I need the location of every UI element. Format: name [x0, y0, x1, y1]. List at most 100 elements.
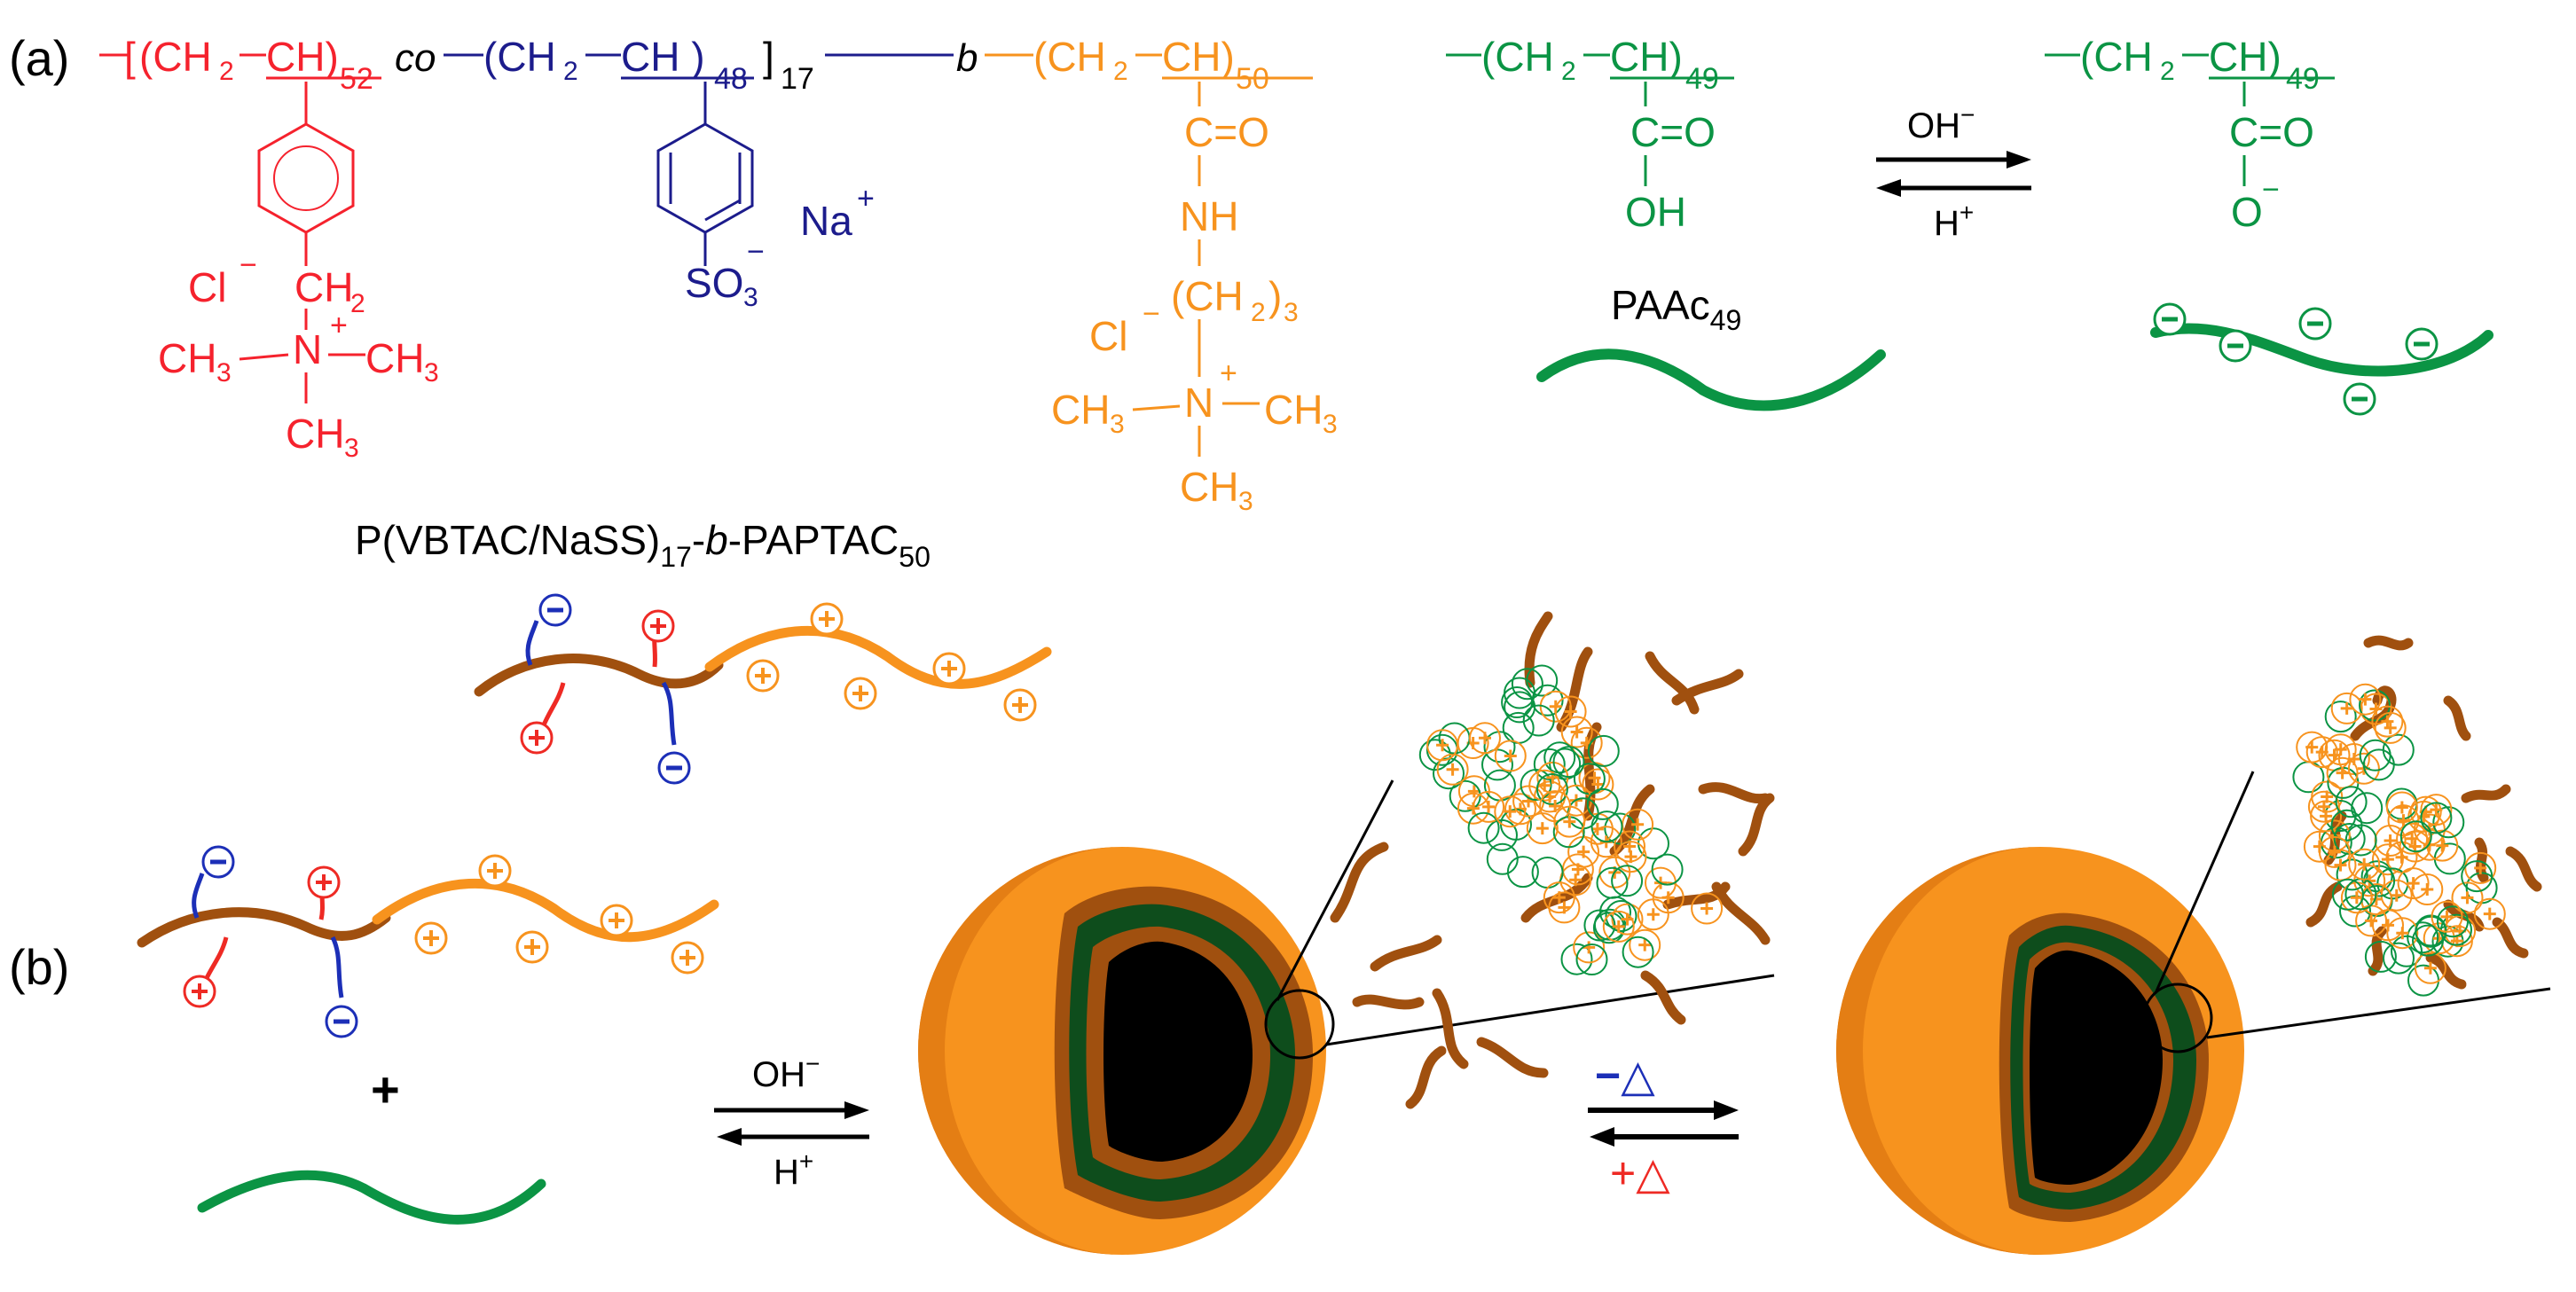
paptac-n: N: [1184, 380, 1213, 426]
paac-segment-circle: [1522, 704, 1555, 737]
paptac-segment-plus: [1549, 800, 1562, 813]
paac-segment-circle: [2382, 733, 2415, 766]
paac-segment-circle: [2324, 701, 2357, 733]
polymer1-bottom-minus-2: [326, 1006, 357, 1037]
paptac-segment-plus: [1646, 908, 1660, 921]
paptac-segment-plus: [1569, 873, 1583, 887]
paptac-segment-circle: [2423, 922, 2455, 955]
paptac-segment-circle: [1611, 903, 1644, 936]
paptac-ch2-3: (CH: [1171, 273, 1244, 319]
nass-so-charge: −: [747, 235, 765, 269]
paptac-segment-plus: [1700, 902, 1714, 915]
paac-segment-circle: [1605, 900, 1637, 932]
paptac-segment-circle: [2310, 800, 2343, 833]
paptac-segment-circle: [2318, 835, 2351, 868]
polymer1-top-plus-7: [1003, 688, 1037, 722]
paac-segment-circle: [1604, 812, 1637, 845]
paptac-cl: Cl: [1089, 313, 1127, 359]
vbtac-cl: Cl: [188, 264, 226, 310]
paptac-segment-circle: [1614, 830, 1645, 863]
paac-ion-minus-4: [2344, 384, 2375, 414]
paptac-ch3-bottom: CH: [1180, 464, 1238, 510]
paac-segment-circle: [2339, 895, 2371, 928]
paac-segment-circle: [2364, 940, 2397, 973]
paptac-segment-plus: [2436, 839, 2449, 852]
vbtac-ch2-sub: 2: [350, 289, 365, 318]
paptac-segment-circle: [2473, 897, 2506, 930]
paac-segment-circle: [1506, 856, 1539, 889]
paptac-segment-circle: [1504, 793, 1536, 826]
paptac-segment-circle: [1457, 792, 1489, 825]
paac-segment-circle: [2335, 786, 2368, 818]
polymer1-bracket-open: [: [124, 34, 136, 80]
paptac-ch2-close: ): [1268, 273, 1282, 319]
paptac-segment-plus: [2395, 801, 2408, 814]
nass-unit-sub2: 2: [563, 57, 578, 86]
paptac-unit-sub2: 2: [1113, 57, 1128, 86]
paptac-segment-plus: [2320, 810, 2333, 823]
inset-left-particles: [1418, 664, 1724, 975]
paac-segment-circle: [2359, 689, 2391, 722]
part-label-a: (a): [9, 30, 69, 86]
paac-segment-circle: [1575, 944, 1608, 975]
paptac-segment-plus: [1436, 739, 1449, 752]
paac-segment-circle: [1520, 769, 1552, 801]
paac-segment-circle: [2461, 860, 2494, 893]
paac-segment-circle: [2359, 739, 2391, 771]
paac-segment-circle: [1504, 691, 1536, 724]
paptac-segment-plus: [2474, 861, 2487, 874]
polymer1-bracket-close: ]: [763, 34, 774, 80]
nass-so: SO: [685, 260, 743, 306]
paptac-segment-plus: [1504, 749, 1517, 763]
paptac-segment-circle: [1543, 881, 1575, 914]
paptac-segment-plus: [1577, 845, 1590, 858]
paptac-segment-circle: [2414, 951, 2446, 984]
paptac-segment-circle: [1602, 910, 1635, 943]
paptac-segment-plus: [1591, 778, 1605, 791]
vbtac-ch3-left: CH: [158, 335, 216, 381]
paac-ion-minus-1: [2155, 304, 2185, 334]
plus-between-polymers: +: [371, 1061, 400, 1117]
polymer1-bottom-minus-1: [203, 847, 233, 877]
paptac-segment-plus: [1638, 938, 1652, 951]
paac-segment-circle: [1549, 748, 1582, 780]
paac-segment-circle: [1467, 811, 1500, 844]
paptac-segment-circle: [2420, 794, 2453, 826]
vbtac-n: N: [293, 326, 322, 372]
paptac-segment-circle: [2385, 791, 2418, 824]
paac-ion-o: O: [2231, 189, 2263, 235]
paac-segment-circle: [1438, 722, 1471, 755]
paptac-segment-circle: [2324, 849, 2357, 881]
paac-segment-circle: [2360, 860, 2393, 893]
polymer1-top-plus-4: [746, 659, 780, 693]
paac-segment-circle: [2407, 964, 2439, 997]
arrow-bottom-h: H+: [774, 1147, 813, 1192]
paac-segment-circle: [1552, 746, 1585, 779]
polymer1-top-plus-3: [810, 602, 844, 636]
vbtac-cl-charge: −: [240, 248, 257, 282]
micelle-right: [1836, 771, 2551, 1255]
polymer1-bottom-plus-1: [307, 865, 341, 899]
paac-segment-circle: [1622, 936, 1654, 968]
polymer1-top-plus-6: [932, 652, 966, 685]
paptac-segment-plus: [2483, 907, 2496, 920]
paptac-segment-circle: [1570, 726, 1603, 759]
paptac-segment-circle: [2411, 873, 2444, 905]
polymer1-name: P(VBTAC/NaSS)17-b-PAPTAC50: [355, 517, 931, 573]
paptac-segment-circle: [2326, 756, 2359, 789]
part-label-b: (b): [9, 939, 69, 995]
paptac-segment-plus: [2381, 919, 2394, 932]
paptac-ch2-3-sub-a: 2: [1251, 298, 1266, 327]
polymer1-bottom-plus-4: [414, 921, 448, 955]
paptac-segment-plus: [2461, 891, 2474, 904]
paptac-segment-circle: [1553, 805, 1586, 838]
paac-segment-circle: [2351, 792, 2384, 825]
paptac-segment-circle: [2324, 733, 2357, 766]
paac-segment-circle: [1535, 773, 1568, 805]
ph-equilibrium-arrows-top: OH− H+: [1876, 101, 2031, 243]
paac-segment-circle: [2336, 858, 2368, 891]
paptac-segment-plus: [2350, 891, 2363, 904]
paptac-segment-plus: [2317, 800, 2330, 813]
paptac-ch2-3-sub-b: 3: [1284, 298, 1299, 327]
